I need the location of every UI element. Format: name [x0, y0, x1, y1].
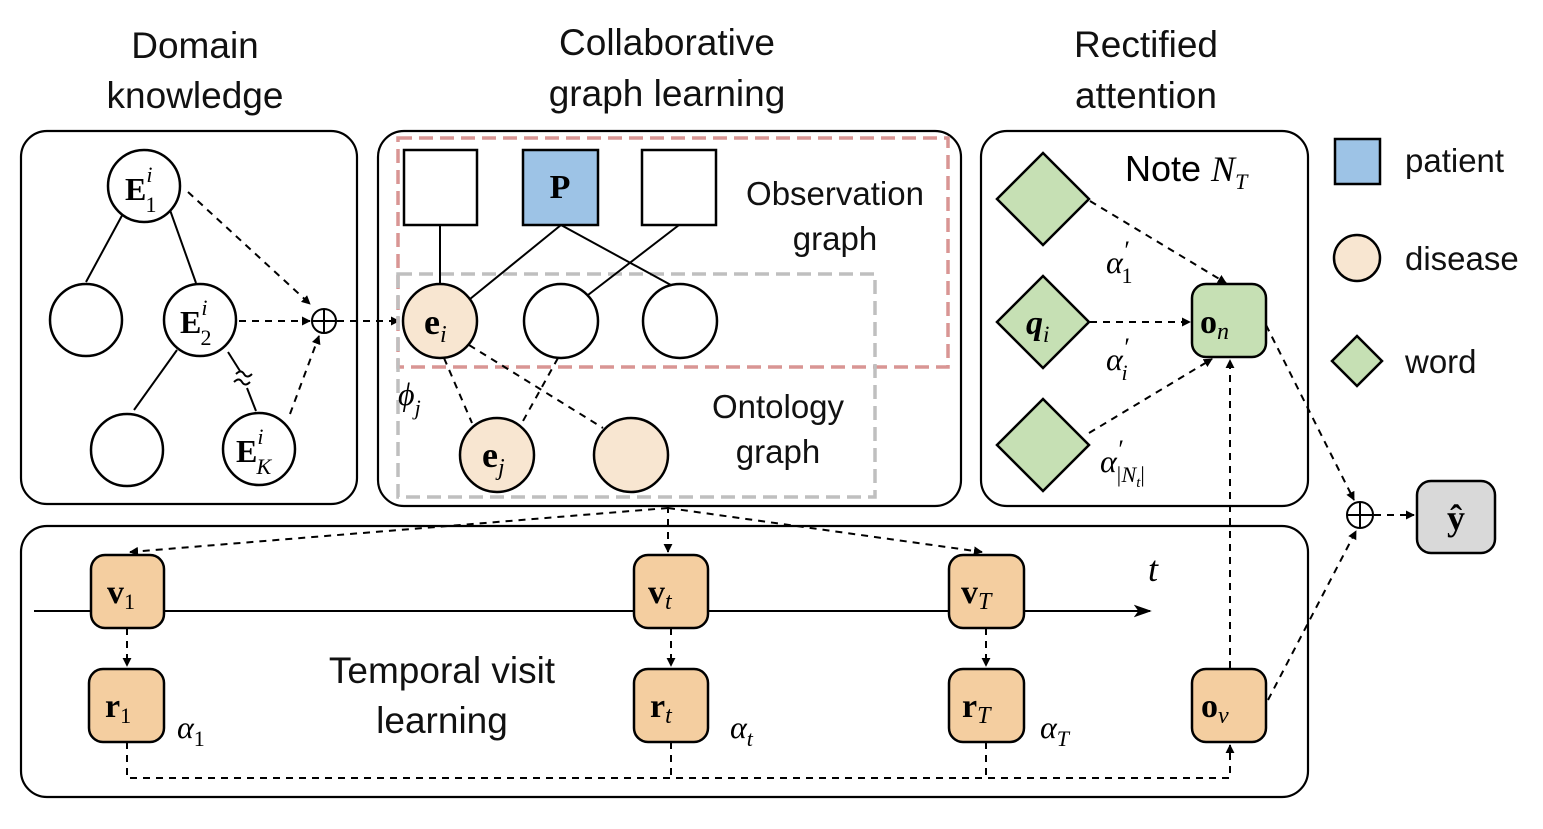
- patient-node-label: P: [550, 169, 571, 206]
- note-output-on: [1190, 282, 1268, 359]
- rectified-attention-title-line2: attention: [1075, 75, 1217, 116]
- disease-node-ej: [458, 416, 536, 494]
- domain-node-e2: [162, 282, 238, 358]
- observation-square-left: [402, 148, 479, 227]
- visit-node-vT-label: vT: [961, 574, 993, 615]
- rep-node-rt-label: rt: [650, 688, 673, 729]
- final-combine-arrows: [1265, 324, 1415, 701]
- domain-node-leaf-bottom: [89, 412, 165, 488]
- rep-aggregation-arrows: [126, 359, 1235, 779]
- note-label: Note NT: [1125, 148, 1249, 194]
- alpha-t-label: αt: [730, 709, 754, 751]
- prediction-y-hat-label: ŷ: [1447, 498, 1465, 538]
- disease-node-ej-label: ej: [482, 435, 505, 481]
- time-axis-label: t: [1148, 549, 1159, 589]
- alpha-T-label: αT: [1040, 709, 1071, 751]
- collab-graph-title-line2: graph learning: [549, 73, 786, 114]
- visit-output-ov: [1190, 667, 1268, 744]
- word-node-n: [995, 397, 1091, 493]
- ontology-graph-label-line1: Ontology: [712, 388, 845, 425]
- domain-aggregate-arrows: [187, 191, 400, 415]
- ontology-graph-label-line2: graph: [736, 433, 820, 470]
- patient-node: [521, 148, 600, 227]
- domain-node-leaf-left: [48, 282, 124, 358]
- legend-patient-label: patient: [1405, 142, 1504, 179]
- domain-tree-edges: [85, 209, 257, 412]
- domain-node-ek: [221, 411, 297, 487]
- legend-word-swatch: [1330, 334, 1384, 388]
- domain-knowledge-title-line1: Domain: [131, 25, 259, 66]
- disease-node-right: [641, 282, 719, 360]
- ontology-graph-region: [396, 272, 877, 499]
- visit-node-vt-label: vt: [648, 574, 673, 615]
- visit-output-ov-label: ov: [1201, 688, 1229, 729]
- temporal-title-line1: Temporal visit: [329, 650, 556, 691]
- rectified-attention-title-line1: Rectified: [1074, 24, 1218, 65]
- disease-node-ontology: [592, 416, 670, 494]
- observation-graph-label-line1: Observation: [746, 175, 924, 212]
- visit-node-v1-label: v1: [107, 574, 135, 614]
- ontology-edges: [443, 344, 604, 431]
- legend-disease-label: disease: [1405, 240, 1519, 277]
- legend-disease-swatch: [1332, 233, 1382, 283]
- note-output-on-label: on: [1200, 304, 1229, 345]
- word-node-1: [995, 151, 1091, 247]
- disease-node-ei: [401, 282, 479, 360]
- legend-patient-swatch: [1333, 137, 1382, 186]
- visit-to-rep-arrows: [122, 628, 991, 667]
- disease-node-ei-label: ei: [424, 302, 447, 348]
- disease-node-mid: [522, 282, 600, 360]
- word-attention-arrows: [1088, 200, 1227, 434]
- legend-word-label: word: [1404, 343, 1477, 380]
- prediction-y-hat: [1415, 479, 1497, 555]
- alpha-1-label: α1: [177, 709, 205, 751]
- observation-square-right: [640, 148, 718, 227]
- observation-edges: [439, 224, 681, 300]
- domain-knowledge-title-line2: knowledge: [107, 75, 284, 116]
- rep-node-r1-label: r1: [105, 688, 131, 728]
- rep-node-rT-label: rT: [962, 688, 992, 729]
- domain-node-e1: [106, 148, 182, 224]
- observation-graph-region: [396, 136, 950, 369]
- alpha1-prime-label: α′1: [1106, 236, 1132, 288]
- collab-graph-title-line1: Collaborative: [559, 22, 775, 63]
- alphaN-prime-label: α′|Nt|: [1100, 435, 1145, 491]
- phi-j-label: ϕj: [398, 376, 421, 420]
- graph-to-visit-arrows: [129, 506, 983, 556]
- temporal-title-line2: learning: [376, 700, 508, 741]
- word-node-qi: [995, 274, 1091, 370]
- alphai-prime-label: α′i: [1106, 333, 1129, 385]
- observation-graph-label-line2: graph: [793, 220, 877, 257]
- word-node-qi-label: qi: [1026, 305, 1049, 347]
